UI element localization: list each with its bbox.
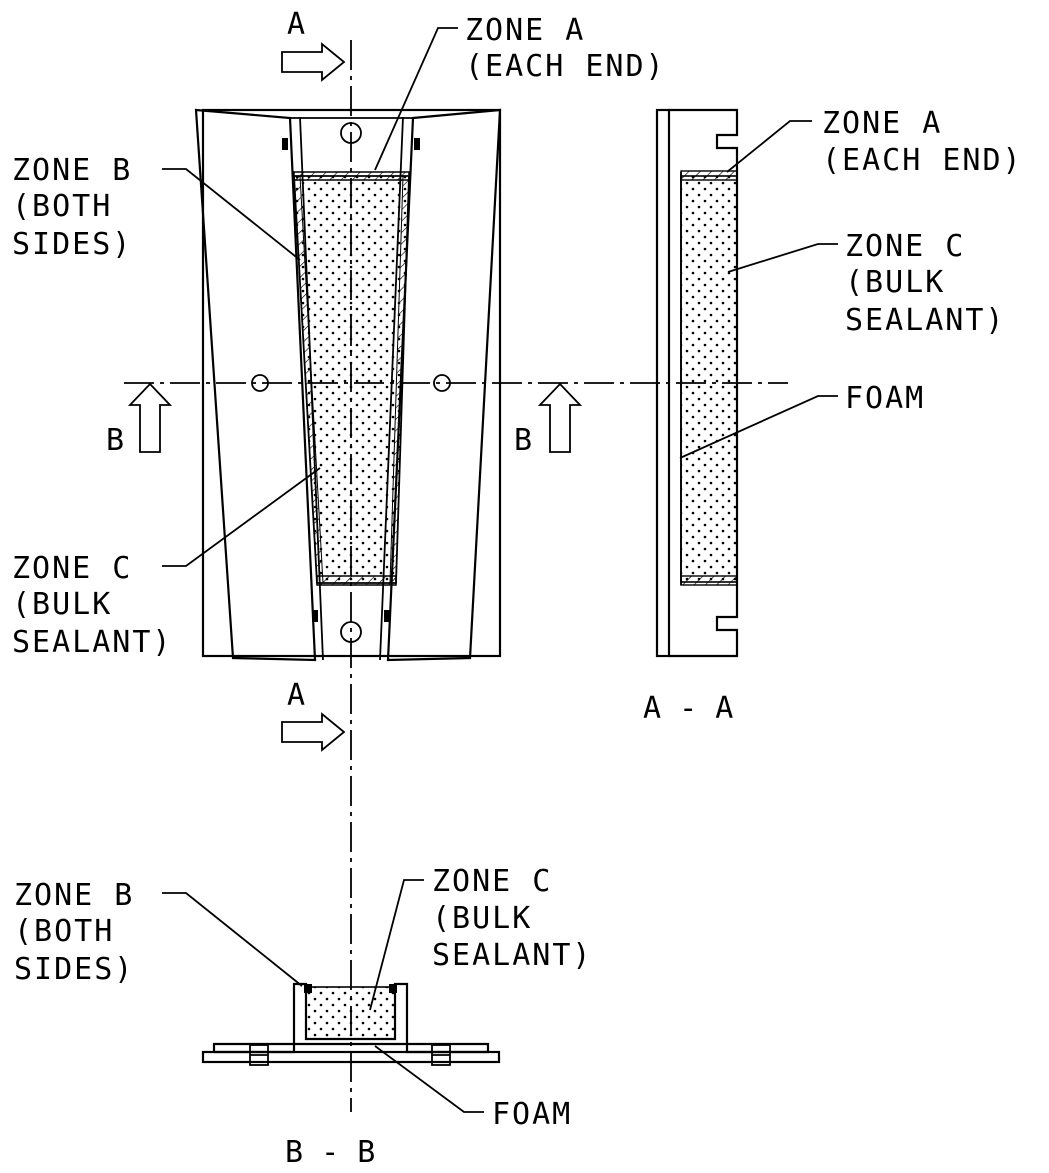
leader-line <box>726 120 812 173</box>
zone-a-bottom-end <box>680 575 738 586</box>
zone-b-right-strip <box>389 175 410 584</box>
zone-b-bottom-line1: ZONE B <box>14 878 134 913</box>
callout-foam-bottom: FOAM <box>374 1045 572 1132</box>
zone-c-right-line3: SEALANT) <box>845 303 1006 338</box>
section-marker-a-top: A <box>287 7 305 42</box>
zone-c-bottom-line2: (BULK <box>432 901 532 936</box>
leader-line <box>374 1045 484 1113</box>
section-marker-b-right: B <box>514 423 532 458</box>
callout-zone-c-bottom: ZONE C (BULK SEALANT) <box>369 864 593 1011</box>
leader-line <box>679 395 838 459</box>
section-arrow-b-left: B <box>106 382 173 458</box>
zone-c-bottom-line1: ZONE C <box>432 864 552 899</box>
arrow-up-icon <box>537 382 583 453</box>
zone-a-top-line1: ZONE A <box>465 13 585 48</box>
section-a-a-title: A - A <box>643 691 733 726</box>
leader-line <box>162 168 301 261</box>
left-wing-plate <box>194 108 317 662</box>
callout-zone-b-left: ZONE B (BOTH SIDES) <box>12 153 301 262</box>
seal-block <box>389 984 397 993</box>
arrow-right-icon <box>281 42 346 82</box>
zone-a-right-line1: ZONE A <box>822 106 942 141</box>
callout-foam-right: FOAM <box>679 381 925 459</box>
zone-b-left-strip <box>293 175 324 584</box>
callout-zone-b-bottom: ZONE B (BOTH SIDES) <box>14 878 303 987</box>
foam-right-label: FOAM <box>845 381 925 416</box>
zone-c-left-line3: SEALANT) <box>12 625 173 660</box>
callout-zone-a-right: ZONE A (EACH END) <box>726 106 1023 178</box>
arrow-up-icon <box>127 382 173 453</box>
section-b-b-title: B - B <box>285 1135 375 1170</box>
zone-c-bulk-sealant <box>305 986 396 1040</box>
section-arrow-a-bottom: A <box>281 678 346 752</box>
zone-a-right-line2: (EACH END) <box>822 143 1023 178</box>
seal-block <box>384 610 390 622</box>
section-arrow-a-top: A <box>281 7 346 82</box>
zone-c-right-line1: ZONE C <box>845 229 965 264</box>
section-marker-a-bottom: A <box>287 678 305 713</box>
main-view <box>124 40 788 1112</box>
flange-plate <box>201 1050 501 1064</box>
section-marker-b-left: B <box>106 423 124 458</box>
zone-a-top-end <box>680 170 738 181</box>
zone-c-right-line2: (BULK <box>845 265 945 300</box>
arrow-right-icon <box>281 712 346 752</box>
foam-bottom-label: FOAM <box>492 1097 572 1132</box>
leader-line <box>727 243 838 273</box>
zone-c-bulk-sealant <box>680 175 738 583</box>
zone-b-bottom-line3: SIDES) <box>14 952 134 987</box>
leader-line <box>374 27 458 171</box>
zone-b-left-line2: (BOTH <box>12 189 112 224</box>
zone-b-bottom-line2: (BOTH <box>14 914 114 949</box>
leader-line <box>162 892 303 987</box>
leader-line <box>162 467 321 567</box>
zone-c-left-line2: (BULK <box>12 587 112 622</box>
callout-zone-c-right: ZONE C (BULK SEALANT) <box>727 229 1006 338</box>
section-b-b-view: B - B <box>201 982 501 1170</box>
zone-a-top-line2: (EACH END) <box>465 49 666 84</box>
section-arrow-b-right: B <box>514 382 583 458</box>
seal-block <box>304 984 312 993</box>
leader-line <box>369 879 424 1011</box>
seal-block <box>282 138 288 150</box>
zone-c-left-line1: ZONE C <box>12 551 132 586</box>
zone-b-left-line3: SIDES) <box>12 227 132 262</box>
base-plate <box>655 108 671 658</box>
section-a-a-view: A - A <box>643 108 739 726</box>
zone-a-bottom-end <box>316 575 397 586</box>
seal-block <box>414 138 420 150</box>
seal-block <box>312 610 318 622</box>
callout-zone-a-top: ZONE A (EACH END) <box>374 13 666 171</box>
zone-c-bottom-line3: SEALANT) <box>432 938 593 973</box>
zone-b-left-line1: ZONE B <box>12 153 132 188</box>
callout-zone-c-left: ZONE C (BULK SEALANT) <box>12 467 321 660</box>
